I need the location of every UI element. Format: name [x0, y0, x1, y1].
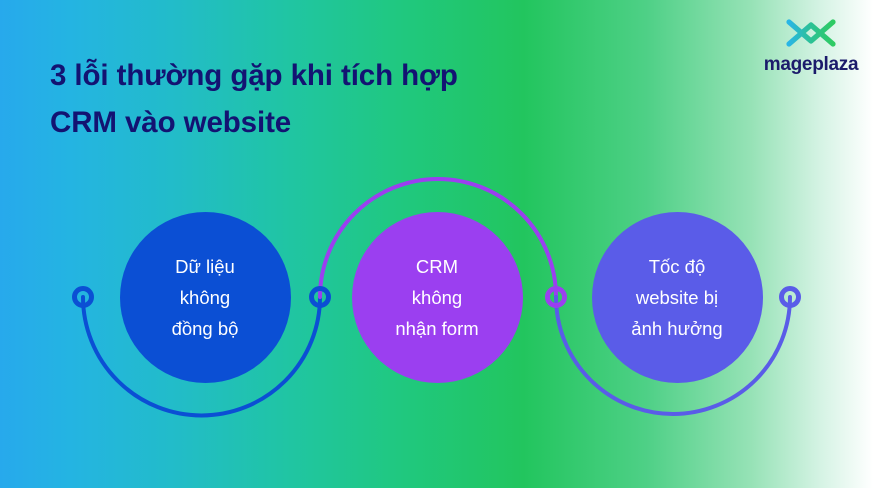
step-bubble-1-label: Dữ liệu không đồng bộ: [171, 255, 239, 339]
step-bubble-1[interactable]: Dữ liệu không đồng bộ: [119, 211, 291, 383]
mageplaza-m-logo-icon: [786, 19, 836, 47]
brand-wordmark: mageplaza: [763, 54, 859, 75]
step-bubble-2[interactable]: CRM không nhận form: [351, 211, 523, 383]
page-title: 3 lỗi thường gặp khi tích hợp CRM vào we…: [50, 59, 458, 139]
step-bubble-3[interactable]: Tốc độ website bị ảnh hưởng: [591, 211, 763, 383]
step-bubble-3-label: Tốc độ website bị ảnh hưởng: [631, 255, 723, 339]
step-bubble-2-label: CRM không nhận form: [395, 255, 479, 339]
brand-logo: mageplaza: [757, 14, 865, 78]
